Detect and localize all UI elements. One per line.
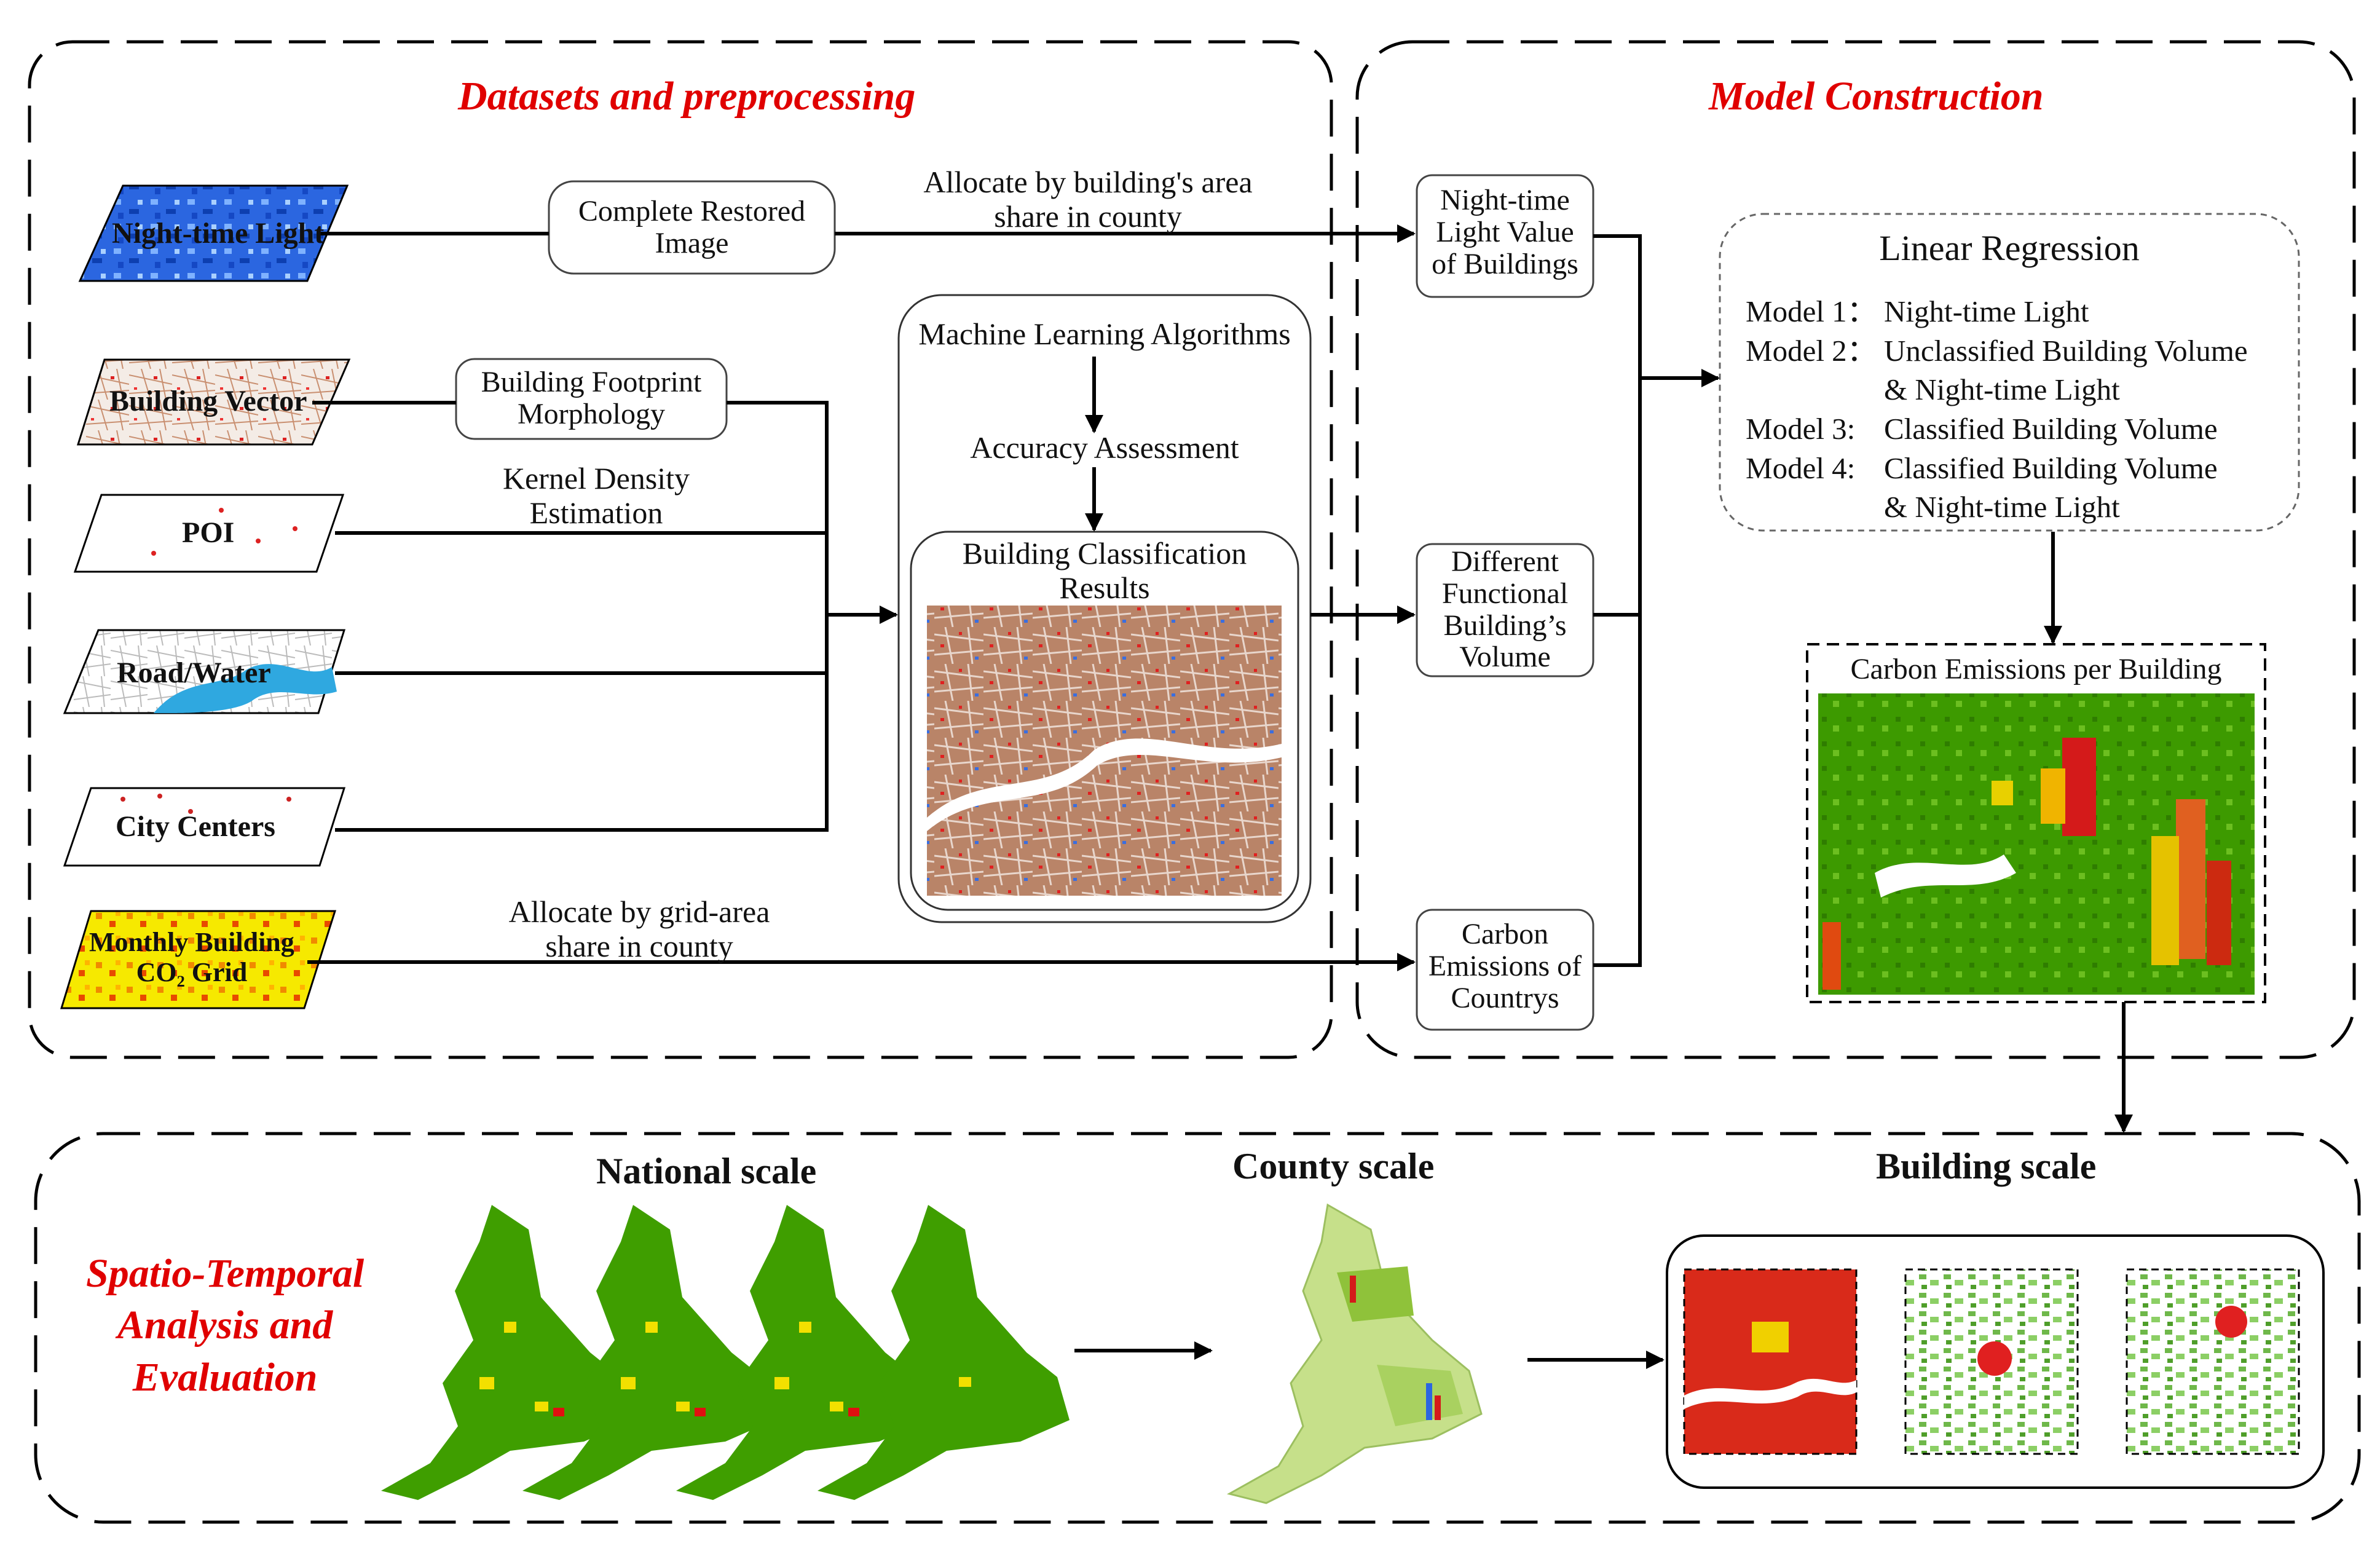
model-4-row-cont: & Night-time Light xyxy=(1746,487,2248,527)
model-section-frame xyxy=(1355,40,2356,1059)
co2-grid-label: Monthly Building CO₂ Grid xyxy=(89,927,294,988)
functional-line-2: Functional xyxy=(1441,577,1569,610)
analysis-section-frame xyxy=(34,1132,2361,1524)
county-scale-title: County scale xyxy=(1232,1146,1435,1186)
allocate-grid-text: Allocate by grid-area share in county xyxy=(467,894,811,963)
carbon-county-box xyxy=(1416,909,1594,1031)
model-3-line-1: Classified Building Volume xyxy=(1884,412,2218,446)
classification-line-1: Building Classification xyxy=(962,536,1247,570)
functional-volume-text: Different Functional Building’s Volume xyxy=(1417,546,1593,673)
model-1-line-1: Night-time Light xyxy=(1884,294,2089,328)
carbon-county-line-1: Carbon xyxy=(1461,918,1549,950)
national-map-1 xyxy=(381,1205,633,1500)
county-scale-map xyxy=(1226,1203,1483,1504)
classification-results-text: Building Classification Results xyxy=(911,536,1298,605)
regression-box xyxy=(1719,213,2300,532)
dataset-co2-grid xyxy=(60,910,337,1009)
co2-grid-label-line-2: CO₂ Grid xyxy=(136,957,248,988)
carbon-county-line-3: Countrys xyxy=(1451,981,1559,1014)
river-shape xyxy=(154,664,337,713)
classification-river xyxy=(927,738,1282,831)
ntl-value-text: Night-time Light Value of Buildings xyxy=(1417,184,1593,280)
model-2-line-2: & Night-time Light xyxy=(1884,373,2120,407)
national-map-4 xyxy=(818,1205,1070,1500)
allocate-grid-line-2: share in county xyxy=(545,929,733,963)
poi-dots-icon xyxy=(151,508,298,556)
model-3-name: Model 3: xyxy=(1746,412,1856,446)
functional-volume-box xyxy=(1416,543,1594,677)
regression-model-list: Model 1：Night-time Light Model 2：Unclass… xyxy=(1746,292,2248,527)
ntl-value-line-2: Light Value xyxy=(1436,215,1574,248)
datasets-section-title: Datasets and preprocessing xyxy=(458,74,916,119)
model-4-line-1: Classified Building Volume xyxy=(1884,451,2218,485)
national-scale-title: National scale xyxy=(596,1151,817,1191)
footprint-line-2: Morphology xyxy=(518,397,665,430)
model-4-name: Model 4: xyxy=(1746,451,1856,485)
allocate-area-line-1: Allocate by building's area xyxy=(923,165,1253,199)
functional-line-4: Volume xyxy=(1459,641,1551,674)
road-water-label: Road/Water xyxy=(117,657,271,689)
ntl-value-line-1: Night-time xyxy=(1440,184,1570,216)
complete-restored-line-2: Image xyxy=(655,226,729,259)
footprint-line-1: Building Footprint xyxy=(481,366,702,398)
dataset-night-time-light xyxy=(78,184,349,282)
footprint-text: Building Footprint Morphology xyxy=(456,366,727,430)
national-map-2 xyxy=(522,1205,774,1500)
model-1-name: Model 1： xyxy=(1746,294,1877,328)
dataset-poi xyxy=(73,494,345,573)
carbon-building-title: Carbon Emissions per Building xyxy=(1850,653,2222,685)
ml-algorithms-text: Machine Learning Algorithms xyxy=(918,317,1291,351)
analysis-title-line-3: Evaluation xyxy=(132,1354,318,1400)
analysis-title-line-2: Analysis and xyxy=(117,1303,333,1348)
complete-restored-line-1: Complete Restored xyxy=(578,195,806,227)
national-map-3 xyxy=(676,1205,928,1500)
model-1-row: Model 1：Night-time Light xyxy=(1746,292,2248,331)
functional-line-1: Different xyxy=(1451,545,1559,578)
national-scale-maps xyxy=(381,1205,1070,1500)
ntl-value-line-3: of Buildings xyxy=(1432,247,1578,280)
complete-restored-box xyxy=(548,180,836,275)
co2-grid-label-line-1: Monthly Building xyxy=(89,927,294,957)
building-scale-map-3 xyxy=(2126,1268,2300,1455)
model-2-name: Model 2： xyxy=(1746,333,1877,368)
carbon-county-text: Carbon Emissions of Countrys xyxy=(1417,918,1593,1014)
footprint-box xyxy=(455,358,728,440)
analysis-section-title: Spatio-Temporal Analysis and Evaluation xyxy=(86,1248,364,1403)
functional-line-3: Building’s xyxy=(1443,609,1567,642)
model-4-row: Model 4: Classified Building Volume xyxy=(1746,449,2248,488)
night-time-light-label: Night-time Light xyxy=(112,217,325,250)
city-center-dots-icon xyxy=(120,794,291,814)
model-4-line-2: & Night-time Light xyxy=(1884,490,2120,524)
building-scale-map-1 xyxy=(1683,1268,1858,1455)
dataset-city-centers xyxy=(63,787,346,867)
city-centers-label: City Centers xyxy=(116,810,275,843)
poi-label: POI xyxy=(182,516,235,549)
model-2-line-1: Unclassified Building Volume xyxy=(1884,333,2248,368)
classification-line-2: Results xyxy=(1059,570,1150,605)
kernel-density-text: Kernel Density Estimation xyxy=(443,461,750,530)
kernel-density-line-1: Kernel Density xyxy=(502,461,690,495)
model-section-title: Model Construction xyxy=(1709,74,2044,119)
allocate-area-line-2: share in county xyxy=(994,199,1182,234)
regression-title: Linear Regression xyxy=(1879,228,2140,268)
building-vector-label: Building Vector xyxy=(109,385,307,417)
allocate-grid-line-1: Allocate by grid-area xyxy=(508,894,770,929)
accuracy-assessment-text: Accuracy Assessment xyxy=(970,430,1239,465)
allocate-area-text: Allocate by building's area share in cou… xyxy=(891,165,1285,234)
dataset-building-vector xyxy=(76,358,351,446)
datasets-section-frame xyxy=(28,40,1333,1059)
model-3-row: Model 3: Classified Building Volume xyxy=(1746,409,2248,449)
building-scale-title: Building scale xyxy=(1876,1146,2097,1186)
model-2-row: Model 2：Unclassified Building Volume xyxy=(1746,331,2248,371)
complete-restored-text: Complete Restored Image xyxy=(549,195,835,259)
carbon-county-line-2: Emissions of xyxy=(1428,949,1582,982)
model-2-row-cont: & Night-time Light xyxy=(1746,370,2248,409)
analysis-title-line-1: Spatio-Temporal xyxy=(86,1251,364,1296)
kernel-density-line-2: Estimation xyxy=(529,495,663,530)
carbon-building-towers xyxy=(1822,738,2231,990)
